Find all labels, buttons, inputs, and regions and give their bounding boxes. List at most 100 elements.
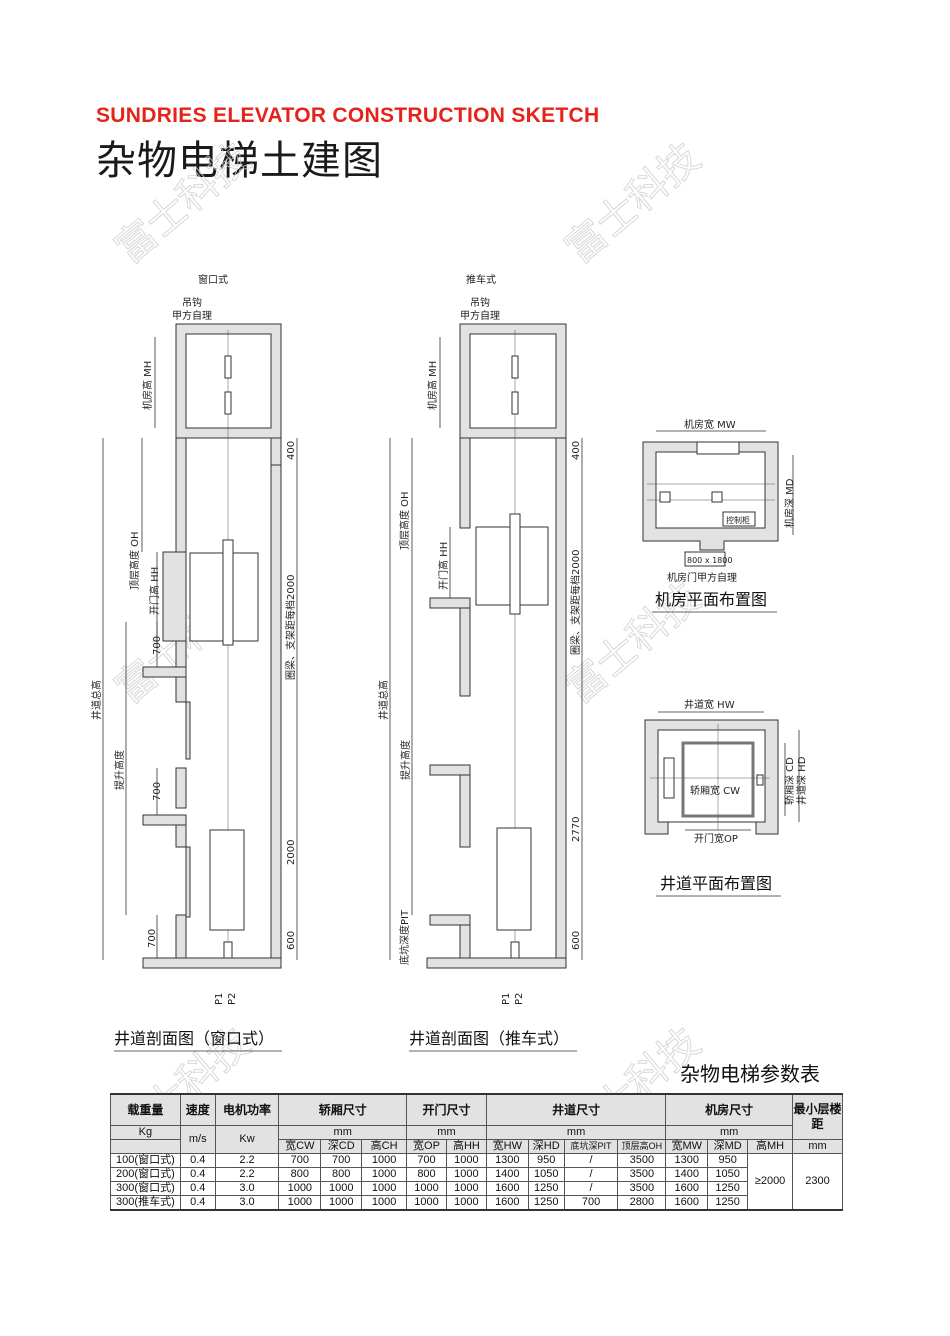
door-size-label: 800 x 1800: [687, 556, 732, 565]
table-cell: 800: [406, 1167, 447, 1182]
dim-700: 700: [152, 636, 163, 655]
table-cell: 2.2: [214, 1167, 280, 1182]
table-cell: 1000: [406, 1195, 447, 1211]
dim-2770: 2770: [571, 817, 582, 842]
table-cell: 1600: [665, 1195, 709, 1211]
caption: 井道剖面图（推车式）: [409, 1029, 569, 1048]
table-cell: 1000: [445, 1153, 487, 1168]
sub-header: 宽HW: [485, 1139, 529, 1154]
table-cell: 1000: [361, 1167, 408, 1182]
sub-header: 高CH: [361, 1139, 408, 1154]
table-cell: 300(窗口式): [110, 1181, 181, 1196]
table-cell: 1250: [707, 1195, 749, 1211]
header-shaft: 井道尺寸: [485, 1093, 667, 1126]
sub-header: 深MD: [707, 1139, 749, 1154]
unit-kw: Kw: [214, 1125, 280, 1154]
sub-header: 高HH: [445, 1139, 487, 1154]
label-mh: 机房高 MH: [426, 361, 439, 410]
dim-400: 400: [571, 441, 582, 460]
sub-header: 高MH: [747, 1139, 794, 1154]
label-total-height: 井道总高: [377, 680, 390, 720]
table-cell: 1250: [527, 1195, 565, 1211]
label-beam: 圈梁、支架距每档2000: [284, 575, 297, 680]
table-cell: 800: [320, 1167, 363, 1182]
table-cell: 300(推车式): [110, 1195, 181, 1211]
header-load: 载重量: [110, 1093, 181, 1126]
sub-header: 深CD: [320, 1139, 363, 1154]
door-note: 机房门甲方自理: [667, 571, 737, 584]
header-room: 机房尺寸: [665, 1093, 794, 1126]
watermark: 富士科技: [557, 135, 709, 273]
table-cell: 3.0: [214, 1181, 280, 1196]
label-travel: 提升高度: [399, 740, 412, 780]
table-cell: 3500: [617, 1181, 667, 1196]
unit-mm: mm: [485, 1125, 667, 1140]
table-cell: 1000: [361, 1195, 408, 1211]
section-window-type: 窗口式 吊钩 甲方自理: [90, 273, 298, 1052]
header-floor: 最小层楼距: [792, 1093, 843, 1140]
watermark: 富士科技: [107, 135, 259, 273]
unit-kg: Kg: [110, 1125, 181, 1140]
table-cell: 1000: [406, 1181, 447, 1196]
sub-header: 深HD: [527, 1139, 565, 1154]
table-cell: 1000: [278, 1181, 322, 1196]
table-cell: 1050: [527, 1167, 565, 1182]
table-cell: /: [563, 1181, 619, 1196]
type-label: 窗口式: [198, 273, 228, 286]
sub-header: 宽MW: [665, 1139, 709, 1154]
table-cell: 800: [278, 1167, 322, 1182]
floor-distance-value: 2300: [792, 1153, 843, 1211]
type-label: 推车式: [466, 273, 496, 286]
section-cart-type: 推车式 吊钩 甲方自理 机房高 MH 井道总: [377, 273, 583, 1052]
table-cell: 700: [406, 1153, 447, 1168]
table-cell: 1000: [361, 1153, 408, 1168]
label-hw: 井道宽 HW: [684, 698, 735, 711]
title-english: SUNDRIES ELEVATOR CONSTRUCTION SKETCH: [96, 104, 600, 127]
table-cell: 1000: [320, 1195, 363, 1211]
table-cell: 1300: [485, 1153, 529, 1168]
table-title: 杂物电梯参数表: [680, 1062, 820, 1086]
label-total-height: 井道总高: [90, 680, 103, 720]
table-cell: 1050: [707, 1167, 749, 1182]
table-cell: 700: [563, 1195, 619, 1211]
table-cell: 700: [278, 1153, 322, 1168]
header-speed: 速度: [179, 1093, 216, 1126]
table-cell: 200(窗口式): [110, 1167, 181, 1182]
table-cell: 1250: [527, 1181, 565, 1196]
label-cw: 轿厢宽 CW: [690, 784, 740, 797]
label-p1: P1: [501, 993, 512, 1005]
table-cell: 700: [320, 1153, 363, 1168]
label-hh: 开门高 HH: [148, 567, 161, 615]
table-cell: 3500: [617, 1167, 667, 1182]
table-cell: 1000: [445, 1181, 487, 1196]
label-cd: 轿厢深 CD: [783, 757, 796, 805]
table-cell: 1000: [361, 1181, 408, 1196]
label-op: 开门宽OP: [694, 832, 738, 845]
header-door: 开门尺寸: [406, 1093, 487, 1126]
header-car: 轿厢尺寸: [278, 1093, 408, 1126]
label-mh: 机房高 MH: [141, 361, 154, 410]
table-cell: 950: [707, 1153, 749, 1168]
table-cell: 0.4: [179, 1195, 216, 1211]
table-cell: 1600: [485, 1181, 529, 1196]
dim-600: 600: [571, 931, 582, 950]
blank-cell: [110, 1139, 181, 1154]
unit-mm: mm: [792, 1139, 843, 1154]
label-p1: P1: [214, 993, 225, 1005]
machine-room-plan: 机房宽 MW 控制柜 机房深 MD 800 x 1800 机房门甲方自理 机房平…: [642, 418, 796, 613]
table-cell: 1000: [445, 1195, 487, 1211]
hook-label: 吊钩: [182, 297, 202, 309]
header-power: 电机功率: [214, 1093, 280, 1126]
unit-mm: mm: [278, 1125, 408, 1140]
table-cell: 1250: [707, 1181, 749, 1196]
control-cabinet-label: 控制柜: [726, 515, 750, 525]
dim-400: 400: [286, 441, 297, 460]
dim-700: 700: [147, 929, 158, 948]
table-cell: 1000: [278, 1195, 322, 1211]
watermarks: 富士科技 富士科技 富士科技 富士科技 富士科技 富士科技: [106, 134, 709, 1158]
